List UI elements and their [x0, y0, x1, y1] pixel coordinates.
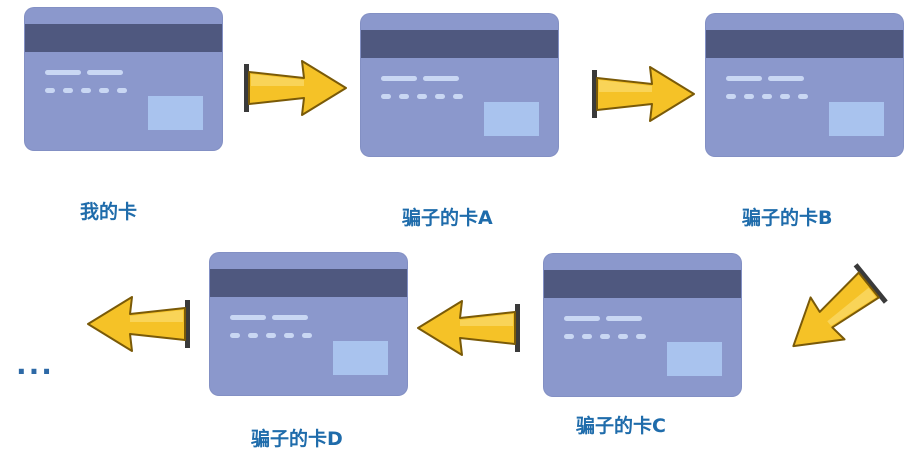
arrow-left-icon — [87, 296, 190, 352]
card-chip — [333, 341, 388, 375]
arrow-right-icon — [592, 66, 695, 122]
card-scammer-b — [706, 14, 903, 156]
card-scammer-a — [361, 14, 558, 156]
card-magnetic-stripe — [25, 24, 222, 52]
card-label-my: 我的卡 — [80, 201, 138, 223]
card-label-b: 骗子的卡B — [742, 207, 833, 229]
card-number-dots — [230, 333, 312, 338]
arrow-left-icon — [417, 300, 520, 356]
card-text-line — [45, 70, 81, 75]
card-text-line — [381, 76, 417, 81]
card-text-line — [768, 76, 804, 81]
card-number-dots — [564, 334, 646, 339]
card-text-line — [423, 76, 459, 81]
arrow-down-left-icon — [792, 263, 888, 348]
card-chip — [484, 102, 539, 136]
card-chip — [667, 342, 722, 376]
card-magnetic-stripe — [210, 269, 407, 297]
card-magnetic-stripe — [544, 270, 741, 298]
card-magnetic-stripe — [361, 30, 558, 58]
card-chip — [829, 102, 884, 136]
card-text-line — [564, 316, 600, 321]
card-number-dots — [45, 88, 127, 93]
card-label-c: 骗子的卡C — [576, 415, 666, 437]
card-chip — [148, 96, 203, 130]
card-magnetic-stripe — [706, 30, 903, 58]
card-text-line — [726, 76, 762, 81]
card-text-line — [606, 316, 642, 321]
card-my — [25, 8, 222, 150]
card-number-dots — [726, 94, 808, 99]
card-text-line — [230, 315, 266, 320]
card-scammer-c — [544, 254, 741, 396]
arrow-right-icon — [244, 60, 347, 116]
card-label-d: 骗子的卡D — [251, 428, 343, 450]
card-text-line — [272, 315, 308, 320]
card-label-a: 骗子的卡A — [402, 207, 493, 229]
card-number-dots — [381, 94, 463, 99]
card-scammer-d — [210, 253, 407, 395]
card-text-line — [87, 70, 123, 75]
continuation-ellipsis: ... — [16, 348, 54, 381]
